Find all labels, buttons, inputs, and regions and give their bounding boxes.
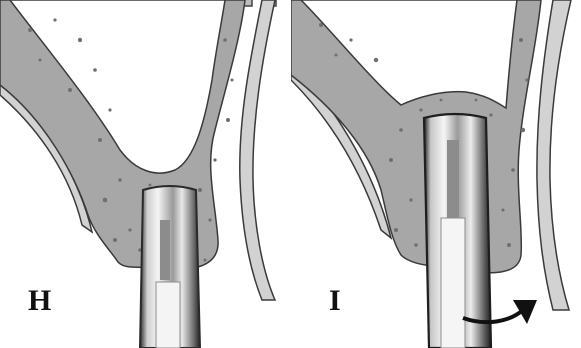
osteotome-instrument	[424, 114, 491, 348]
panel-i: I	[291, 0, 581, 348]
osteotome-instrument	[140, 186, 200, 348]
right-cortical-shell	[240, 0, 275, 300]
panel-h: H	[0, 0, 290, 348]
panel-label-h: H	[28, 286, 51, 316]
panel-label-i: I	[329, 286, 341, 316]
right-cortical-shell	[537, 0, 571, 310]
